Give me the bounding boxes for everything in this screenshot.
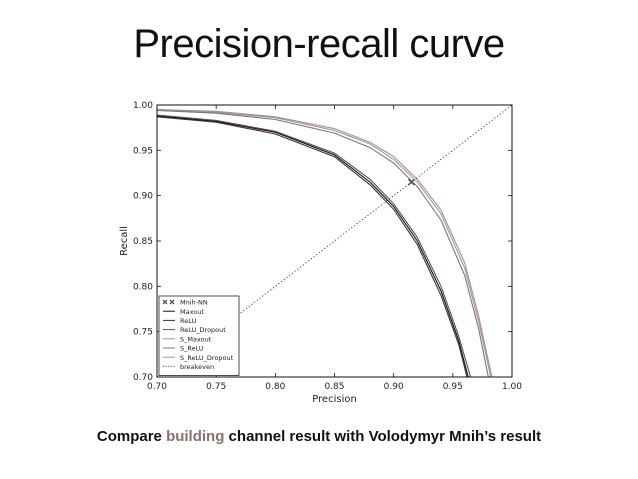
legend-label-breakeven: breakeven [180, 363, 214, 371]
caption-suffix: channel result with Volodymyr Mnih’s res… [224, 428, 542, 445]
x-tick-label: 1.00 [502, 382, 522, 392]
x-tick-label: 0.70 [147, 382, 167, 392]
series-relu-line [157, 116, 468, 377]
y-tick-label: 0.80 [133, 282, 153, 292]
legend-marker-mnih-nn [169, 299, 175, 305]
y-tick-label: 0.75 [133, 328, 153, 338]
y-axis-label: Recall [119, 226, 130, 256]
chart-legend: Mnih-NNMaxoutReLUReLU_DropoutS_MaxoutS_R… [158, 295, 240, 376]
slide-title: Precision-recall curve [133, 22, 505, 66]
series-s-relu-dropout-line [157, 108, 493, 377]
legend-label-maxout: Maxout [180, 308, 204, 316]
legend-marker-mnih-nn [162, 299, 168, 305]
x-tick-label: 0.85 [324, 382, 344, 392]
legend-label-relu-dropout: ReLU_Dropout [180, 326, 226, 334]
y-tick-label: 0.85 [133, 237, 153, 247]
legend-label-mnih-nn: Mnih-NN [180, 299, 208, 307]
legend-box [158, 295, 240, 376]
x-tick-label: 0.75 [206, 382, 226, 392]
slide-caption: Compare building channel result with Vol… [0, 428, 638, 445]
x-tick-label: 0.95 [443, 382, 463, 392]
caption-prefix: Compare [96, 428, 167, 445]
legend-label-relu: ReLU [180, 317, 197, 325]
x-tick-label: 0.90 [384, 382, 404, 392]
legend-label-s-relu: S_ReLU [180, 345, 204, 353]
caption-highlight: building [166, 428, 225, 445]
legend-label-s-relu-dropout: S_ReLU_Dropout [180, 354, 234, 362]
y-tick-label: 0.90 [133, 192, 153, 202]
series-s-relu-line [157, 109, 489, 377]
legend-label-s-maxout: S_Maxout [180, 335, 212, 343]
x-tick-label: 0.80 [265, 382, 285, 392]
series-relu-dropout-line [157, 114, 472, 377]
series-s-maxout-line [157, 108, 492, 377]
y-tick-label: 0.70 [133, 373, 153, 383]
y-tick-label: 1.00 [133, 101, 153, 111]
series-maxout-line [157, 115, 469, 377]
y-tick-label: 0.95 [133, 146, 153, 156]
x-axis-label: Precision [312, 394, 357, 405]
plot-series-group [157, 105, 512, 377]
